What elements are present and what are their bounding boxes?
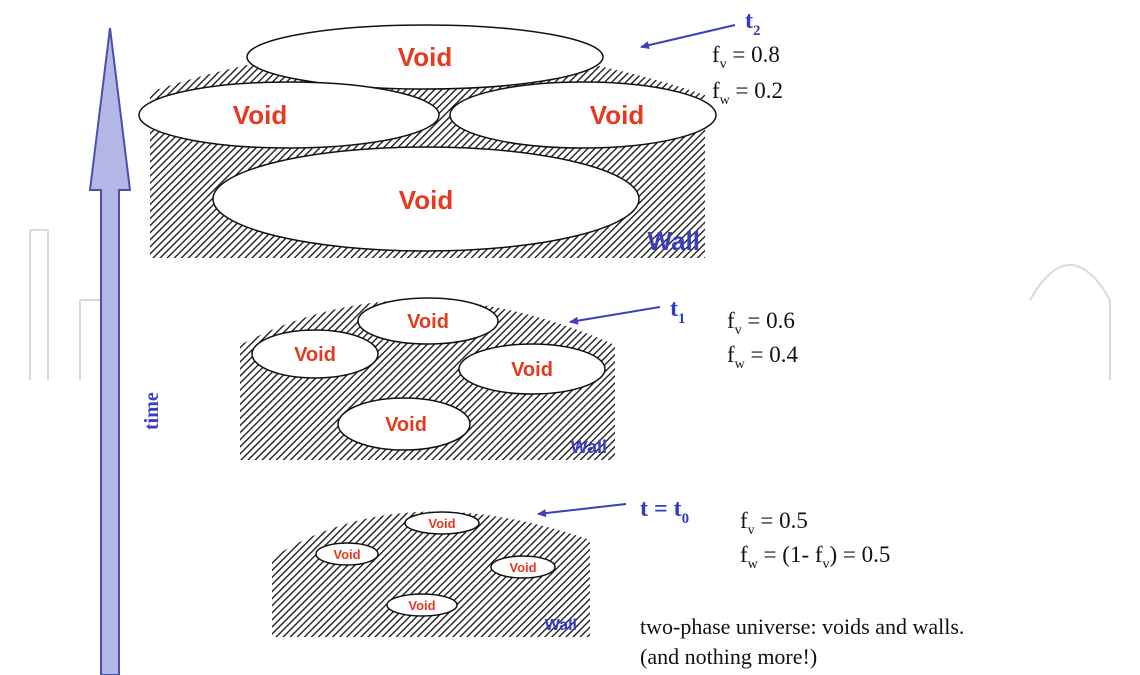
void-label: Void	[333, 547, 360, 562]
void-t1-b: Void	[251, 329, 379, 379]
void-t0-d: Void	[386, 593, 458, 617]
void-t1-c: Void	[458, 343, 606, 395]
t0-pointer-arrow	[537, 503, 627, 518]
void-t0-b: Void	[315, 542, 379, 566]
wall-label: Wall	[545, 617, 577, 634]
void-label: Void	[385, 414, 427, 436]
t1-fv-equation: fv = 0.6	[727, 308, 795, 338]
t2-fv-equation: fv = 0.8	[712, 42, 780, 72]
void-label: Void	[511, 359, 553, 381]
t0-fw-equation: fw = (1- fv) = 0.5	[740, 542, 890, 572]
void-label: Void	[590, 100, 644, 130]
wall-label: Wall	[571, 437, 607, 457]
void-label: Void	[407, 311, 449, 333]
stage-t1: Void Void Void Void Wall t1 fv = 0.6 fw …	[240, 296, 799, 460]
t1-label: t1	[670, 296, 686, 327]
void-t1-d: Void	[337, 397, 471, 451]
time-axis-arrow	[88, 27, 132, 675]
void-label: Void	[294, 344, 336, 366]
void-label: Void	[398, 42, 452, 72]
void-label: Void	[428, 516, 455, 531]
t0-label: t = t0	[640, 496, 689, 527]
void-label: Void	[509, 560, 536, 575]
void-t2-a: Void	[246, 24, 604, 90]
wall-label: Wall	[648, 226, 700, 256]
void-t2-d: Void	[212, 146, 640, 252]
void-label: Void	[408, 598, 435, 613]
watermark-outline	[29, 229, 1111, 380]
void-label: Void	[399, 185, 453, 215]
void-t2-c: Void	[449, 81, 717, 149]
void-t0-c: Void	[490, 555, 556, 579]
void-t1-a: Void	[357, 297, 499, 345]
caption-line-2: (and nothing more!)	[640, 644, 817, 669]
t2-fw-equation: fw = 0.2	[712, 78, 783, 108]
t1-fw-equation: fw = 0.4	[727, 342, 799, 372]
void-label: Void	[233, 100, 287, 130]
t0-fv-equation: fv = 0.5	[740, 508, 808, 538]
caption-line-1: two-phase universe: voids and walls.	[640, 614, 964, 639]
stage-t2: Void Void Void Void Wall t2 fv = 0.8 fw …	[138, 8, 783, 258]
time-axis-label: time	[141, 392, 163, 430]
void-t2-b: Void	[138, 81, 440, 149]
void-t0-a: Void	[404, 511, 480, 535]
t2-label: t2	[745, 8, 761, 39]
t1-pointer-arrow	[569, 306, 661, 325]
t2-pointer-arrow	[640, 24, 736, 50]
